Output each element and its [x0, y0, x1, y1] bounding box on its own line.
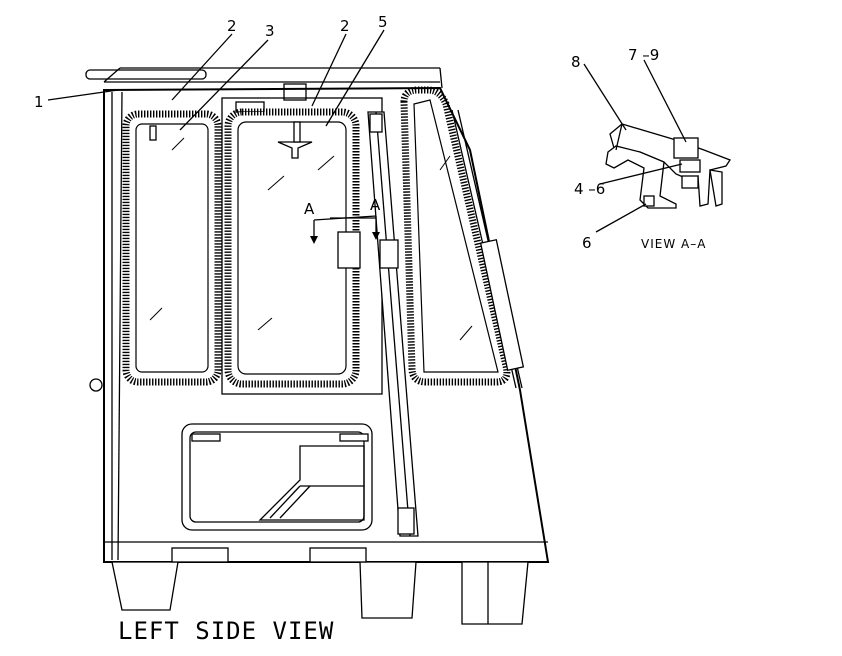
bracket-left: [171, 547, 229, 563]
view-a-a-title: VIEW A–A: [641, 237, 706, 251]
callout-2-left: 2: [227, 17, 237, 35]
callout-4-6: 4 –6: [574, 180, 605, 198]
mount-foot-right: [461, 561, 529, 625]
left-side-view-title: LEFT SIDE VIEW: [118, 617, 334, 645]
side-bolt: [89, 378, 103, 392]
mount-foot-center: [359, 561, 417, 619]
callout-8: 8: [571, 53, 581, 71]
door-hinge: [337, 231, 361, 269]
callout-2-right: 2: [340, 17, 350, 35]
section-label-a-left: A: [304, 200, 315, 218]
leader-lines: [47, 29, 385, 131]
bracket-center: [309, 547, 367, 563]
arrow-down-icon: [310, 236, 318, 244]
wiper-arm: [277, 141, 313, 159]
section-label-a-right: A: [370, 196, 381, 214]
left-window: [122, 110, 222, 386]
view-a-a-leaders: [583, 59, 687, 233]
arrow-down-icon: [372, 232, 380, 240]
door-window: [224, 108, 376, 388]
section-marker-a-right: A: [370, 196, 381, 240]
door-latch-plate: [235, 101, 265, 113]
callout-3: 3: [265, 22, 275, 40]
callout-5: 5: [378, 13, 388, 31]
section-marker-a-left: A: [304, 200, 318, 244]
callout-6: 6: [582, 234, 592, 252]
door-handrail: [367, 111, 419, 537]
cab-outline: [103, 86, 550, 563]
view-a-a-detail: [605, 123, 731, 209]
cab-body: [85, 67, 550, 625]
rear-window: [400, 86, 525, 389]
mount-foot-left: [111, 561, 179, 611]
lower-access-panel: [181, 423, 373, 531]
callout-1: 1: [34, 93, 44, 111]
roof-handrail: [85, 69, 207, 80]
latch-assembly: [673, 137, 699, 159]
callout-7-9: 7 –9: [628, 46, 659, 64]
